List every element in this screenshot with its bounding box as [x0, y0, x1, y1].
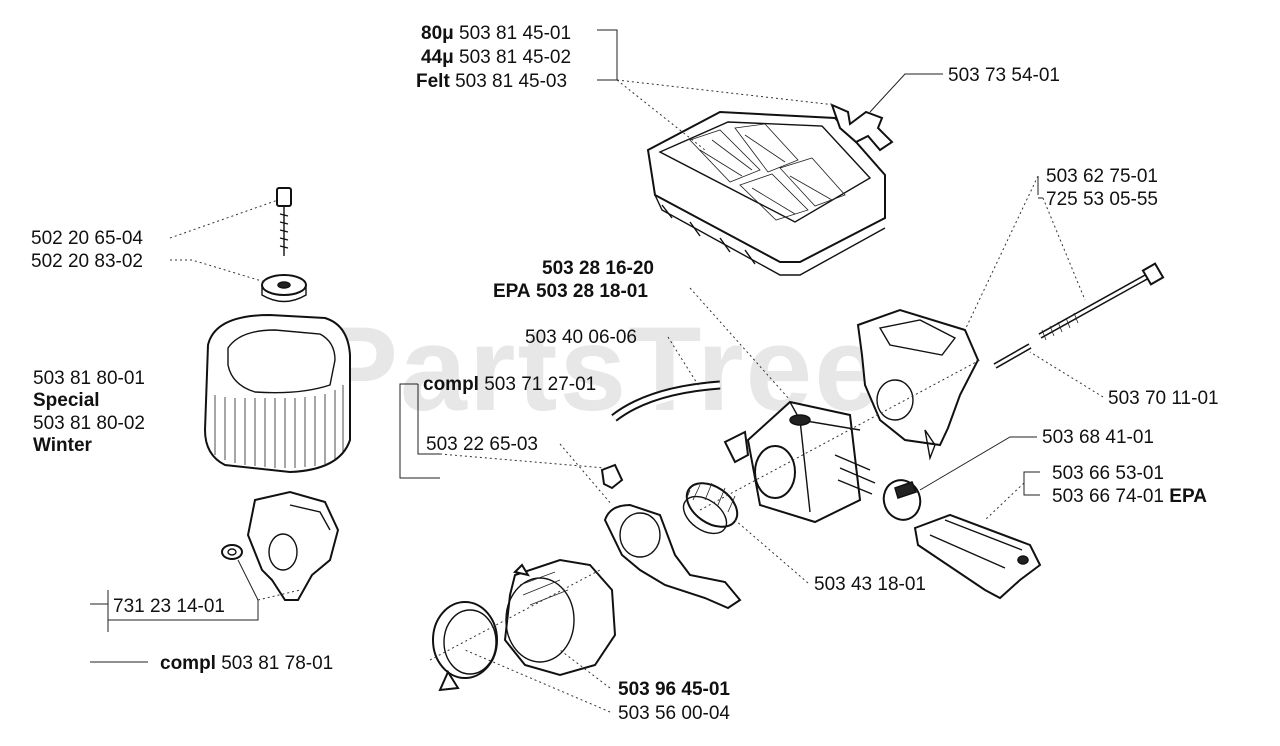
label-bolt-a: 503 62 75-01	[1046, 166, 1158, 187]
leader-lines	[90, 29, 1104, 713]
intake-clamp	[432, 601, 498, 692]
label-washer: 731 23 14-01	[113, 596, 225, 617]
guide-pin	[993, 343, 1032, 369]
label-filter-44u: 44μ 503 81 45-02	[421, 47, 571, 68]
label-filter-felt: Felt 503 81 45-03	[416, 71, 567, 92]
fuel-hose	[611, 380, 721, 422]
cover-clip	[830, 103, 894, 152]
label-screw: 502 20 65-04	[31, 228, 143, 249]
label-filter-80u: 80μ 503 81 45-01	[421, 23, 571, 44]
label-nut: 502 20 83-02	[31, 251, 143, 272]
label-carb-epa: EPA 503 28 18-01	[493, 281, 648, 302]
air-filter-cover	[646, 110, 886, 276]
label-bolt-b: 725 53 05-55	[1046, 189, 1158, 210]
part-labels: 80μ 503 81 45-01 44μ 503 81 45-02 Felt 5…	[31, 23, 1219, 724]
choke-knob	[882, 479, 922, 521]
label-filter-special-name: Special	[33, 390, 100, 411]
intake-flange	[603, 503, 742, 610]
small-clip	[600, 463, 624, 490]
control-rod	[913, 513, 1042, 600]
label-filter-winter-name: Winter	[33, 435, 93, 456]
label-rod-a: 503 66 53-01	[1052, 463, 1164, 484]
label-carb-main: 503 28 16-20	[542, 258, 654, 279]
label-filter-special-number: 503 81 80-01	[33, 368, 145, 389]
filter-nut	[261, 274, 307, 303]
washer	[221, 544, 243, 560]
label-filter-winter-number: 503 81 80-02	[33, 413, 145, 434]
label-collar: 503 43 18-01	[814, 574, 926, 595]
intake-boot	[503, 558, 617, 677]
label-flange: 503 22 65-03	[426, 434, 538, 455]
label-intake-clamp: 503 56 00-04	[618, 703, 730, 724]
label-cover-clip: 503 73 54-01	[948, 65, 1060, 86]
filter-base	[246, 490, 340, 601]
label-rod-b: 503 66 74-01 EPA	[1052, 486, 1207, 507]
label-intake-main: 503 96 45-01	[618, 679, 730, 700]
carburetor	[723, 400, 876, 524]
label-base-compl: compl 503 81 78-01	[160, 653, 333, 674]
label-choke-knob: 503 68 41-01	[1042, 427, 1154, 448]
label-compl: compl 503 71 27-01	[423, 374, 596, 395]
label-pin: 503 70 11-01	[1108, 388, 1219, 409]
adapter-bolt	[1038, 262, 1165, 341]
carb-adapter	[856, 308, 980, 461]
intake-collar	[682, 482, 739, 535]
label-hose: 503 40 06-06	[525, 327, 637, 348]
pleated-air-filter	[203, 313, 351, 474]
filter-screw	[276, 187, 292, 256]
